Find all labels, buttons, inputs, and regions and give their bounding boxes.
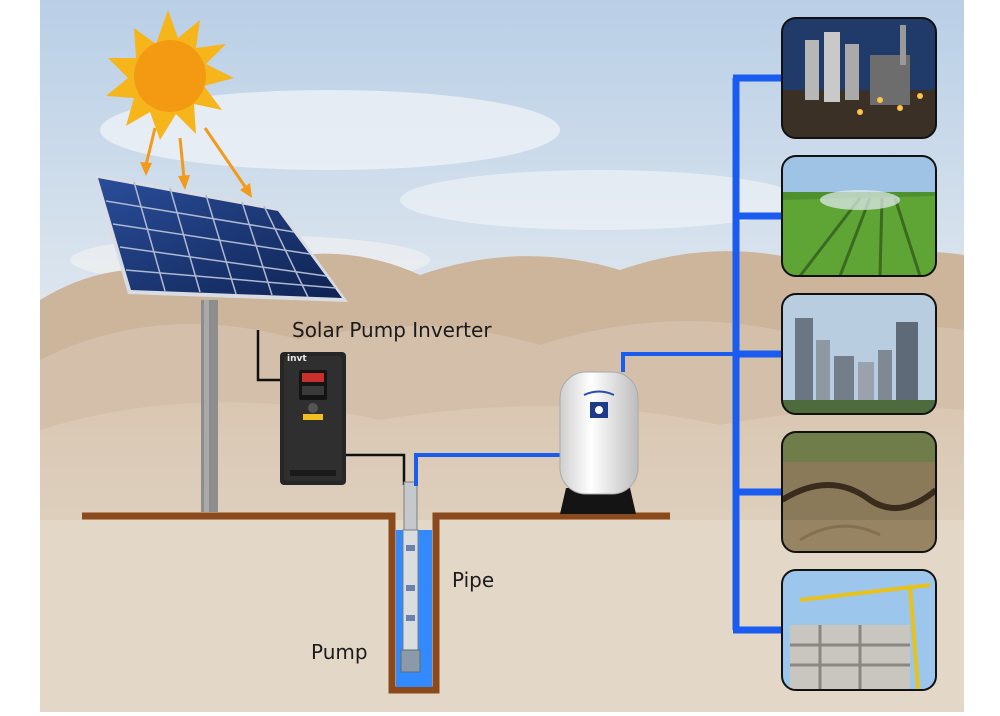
sunlight-arrows <box>140 127 252 198</box>
panel-inverter-cable <box>256 330 282 382</box>
app-city-skyline <box>781 293 937 415</box>
inverter-pump-cable <box>346 453 406 485</box>
app-irrigated-farmland <box>781 155 937 277</box>
inverter-label: Solar Pump Inverter <box>292 318 492 342</box>
pressure-tank <box>559 371 639 514</box>
app-industrial-plant <box>781 17 937 139</box>
app-dry-cracked-land <box>781 431 937 553</box>
app-construction-site <box>781 569 937 691</box>
pump-label: Pump <box>311 640 368 664</box>
distribution-network <box>621 74 784 634</box>
inverter-brand-logo: invt <box>287 354 307 364</box>
pump-tank-pipe <box>414 453 562 486</box>
submersible-pump <box>400 481 421 673</box>
pipe-label: Pipe <box>452 568 495 592</box>
solar-pump-inverter <box>280 352 346 485</box>
sun-icon <box>106 10 234 140</box>
solar-panel <box>94 174 348 512</box>
